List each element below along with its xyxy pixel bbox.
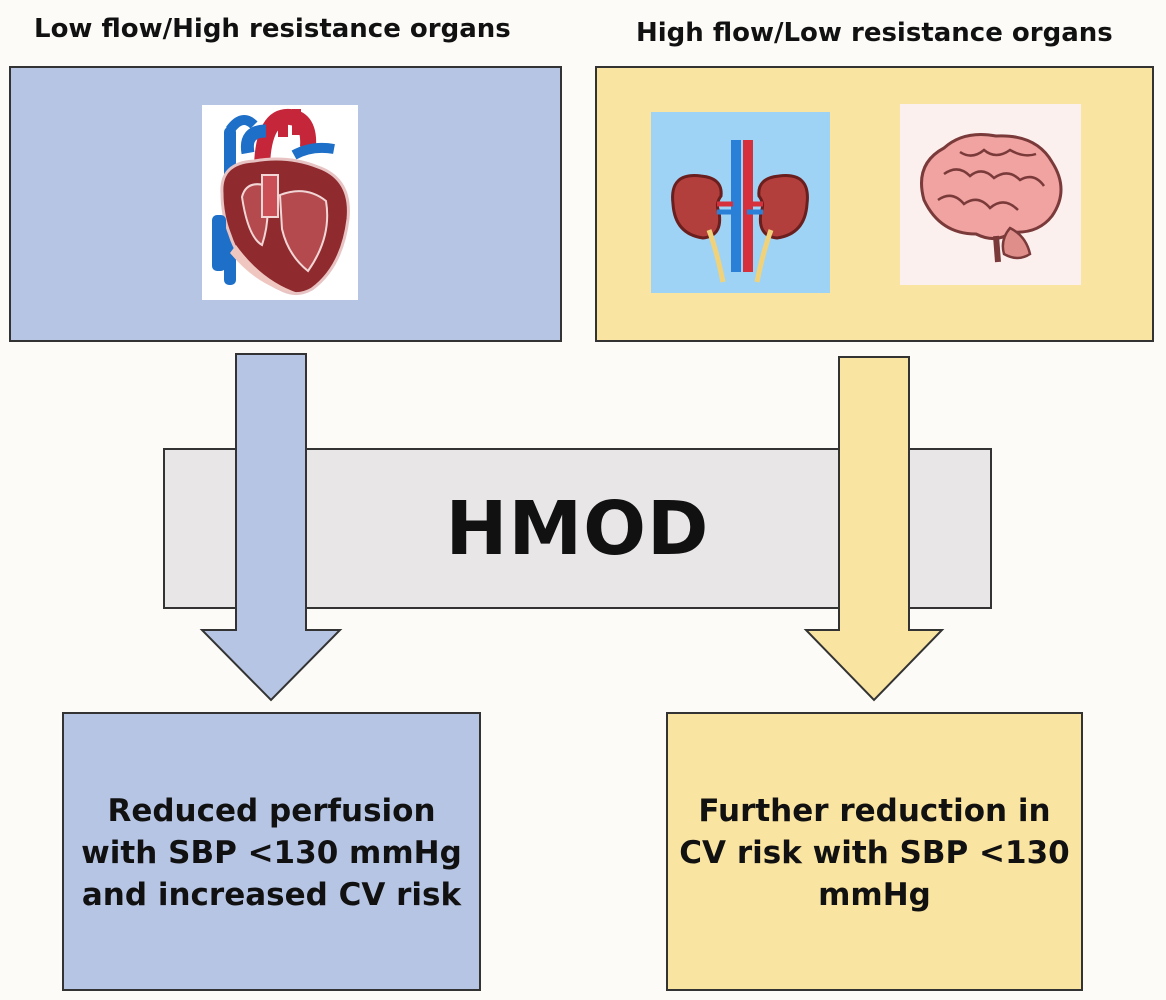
left-arrow: [199, 353, 343, 702]
high-flow-result-line: mmHg: [818, 877, 931, 913]
kidneys-icon: [671, 140, 809, 283]
hmod-label: HMOD: [445, 485, 710, 572]
low-flow-result-text: Reduced perfusion with SBP <130 mmHg and…: [64, 790, 479, 916]
heart-image: [202, 105, 358, 300]
low-flow-result-line: Reduced perfusion: [107, 793, 436, 829]
kidneys-image: [651, 112, 830, 293]
high-flow-result-line: CV risk with SBP <130: [679, 835, 1070, 871]
heart-icon: [212, 109, 350, 296]
high-flow-result-box: Further reduction in CV risk with SBP <1…: [666, 712, 1083, 991]
right-arrow: [803, 356, 945, 702]
high-flow-result-text: Further reduction in CV risk with SBP <1…: [668, 790, 1081, 916]
brain-icon: [920, 133, 1063, 263]
heading-high-flow: High flow/Low resistance organs: [636, 18, 1113, 48]
brain-image: [900, 104, 1081, 285]
low-flow-result-box: Reduced perfusion with SBP <130 mmHg and…: [62, 712, 481, 991]
high-flow-result-line: Further reduction in: [698, 793, 1051, 829]
low-flow-organs-box: [9, 66, 562, 342]
high-flow-organs-box: [595, 66, 1154, 342]
low-flow-result-line: with SBP <130 mmHg: [81, 835, 462, 871]
low-flow-result-line: and increased CV risk: [81, 877, 462, 913]
heading-low-flow: Low flow/High resistance organs: [34, 14, 511, 44]
